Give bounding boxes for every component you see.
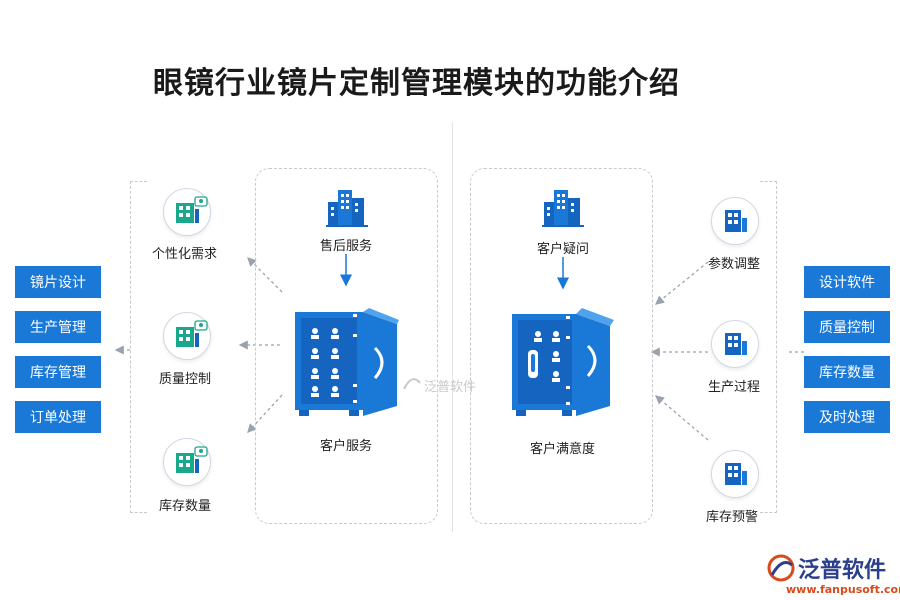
left-button-1: 镜片设计 (15, 266, 101, 298)
right-panel (470, 168, 653, 524)
right-panel-top-label: 客户疑问 (537, 242, 590, 257)
right-button-3: 库存数量 (804, 356, 890, 388)
circle-label-stock-quantity: 库存数量 (159, 499, 212, 514)
building-icon (711, 197, 759, 245)
watermark-text: 泛普软件 (424, 380, 477, 395)
left-button-2: 生产管理 (15, 311, 101, 343)
center-divider (452, 122, 453, 532)
left-panel-bottom-label: 客户服务 (320, 439, 373, 454)
building-icon (324, 188, 370, 232)
right-button-4: 及时处理 (804, 401, 890, 433)
left-panel-top-label: 售后服务 (320, 239, 373, 254)
logo-icon (766, 553, 796, 587)
logo-url: www.fanpusoft.com (786, 583, 900, 596)
left-panel (255, 168, 438, 524)
right-panel-bottom-label: 客户满意度 (530, 442, 596, 457)
left-bracket (130, 181, 147, 513)
left-button-4: 订单处理 (15, 401, 101, 433)
right-button-2: 质量控制 (804, 311, 890, 343)
building-icon (711, 320, 759, 368)
page-title: 眼镜行业镜片定制管理模块的功能介绍 (153, 66, 680, 101)
circle-label-stock-warning: 库存预警 (706, 510, 759, 525)
building-icon (163, 312, 211, 360)
left-button-3: 库存管理 (15, 356, 101, 388)
cabinet-icon (510, 306, 622, 422)
logo-name: 泛普软件 (798, 558, 887, 583)
circle-label-production-process: 生产过程 (708, 380, 761, 395)
watermark-logo-icon (402, 375, 422, 397)
circle-label-individual-demand: 个性化需求 (152, 247, 218, 262)
right-button-1: 设计软件 (804, 266, 890, 298)
building-icon (163, 438, 211, 486)
cabinet-icon (293, 306, 403, 422)
building-icon (163, 188, 211, 236)
right-bracket (760, 181, 777, 513)
circle-label-quality-control: 质量控制 (159, 372, 212, 387)
building-icon (711, 450, 759, 498)
circle-label-parameter-adjust: 参数调整 (708, 257, 761, 272)
building-icon (540, 188, 586, 232)
